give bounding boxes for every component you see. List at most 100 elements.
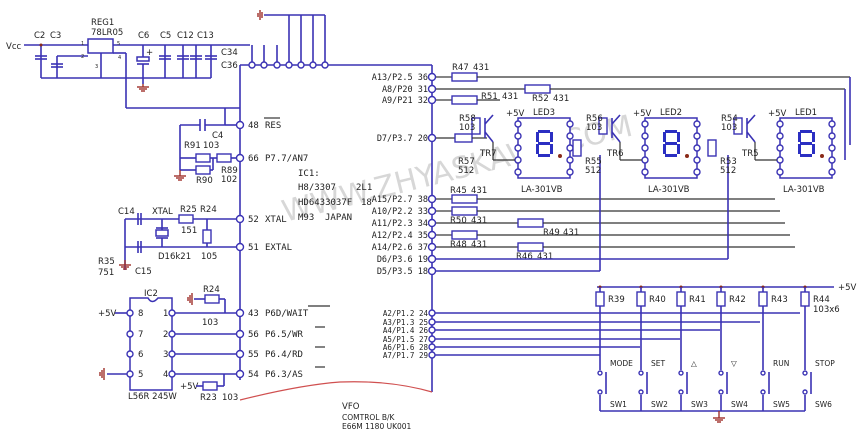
c13-label: C13: [197, 31, 214, 41]
r46-label: R46: [516, 252, 533, 262]
rs-ref: R53: [720, 157, 737, 167]
led-body: [517, 117, 571, 179]
base-resistor: [471, 117, 481, 135]
pin-label: A6/P1.6 28: [383, 343, 429, 352]
ic1-line1: H8/3307: [298, 183, 336, 193]
pin-label: D6/P3.6 19: [377, 255, 428, 265]
c36-label: C36: [221, 61, 238, 71]
pin-circle: [427, 194, 437, 204]
pin-circle: [427, 133, 437, 143]
pin-num: 48: [248, 121, 259, 131]
led-body: [779, 117, 833, 179]
led-ref: LED2: [660, 108, 682, 118]
base-resistor: [733, 117, 743, 135]
r24b-value: 103: [202, 318, 218, 328]
key-ref: SW6: [815, 400, 832, 409]
r89-label: R89: [221, 166, 238, 176]
led-body: [644, 117, 698, 179]
r47-value: 431: [473, 63, 489, 73]
pin-circle: [427, 72, 437, 82]
ic2-pin8: 8: [138, 309, 143, 319]
pin-circle: [427, 254, 437, 264]
c15-label: C15: [135, 267, 152, 277]
r91-value: 103: [203, 141, 219, 151]
c6-label: C6: [138, 31, 149, 41]
pin-label: A3/P1.3 25: [383, 318, 428, 327]
key-sw3[interactable]: R41△SW3: [676, 285, 708, 412]
led-part: LA-301VB: [783, 185, 825, 195]
pin-circle: [428, 343, 436, 351]
reg-part: 78LR05: [91, 28, 123, 38]
pin-num: 55: [248, 350, 259, 360]
r91-label: R91: [184, 141, 201, 151]
plus5v-label: +5V: [633, 109, 652, 119]
pin-label: A12/P2.4 35: [372, 231, 428, 241]
plus5v-label: +5V: [768, 109, 787, 119]
ic1-ref: IC1:: [298, 169, 320, 179]
ground-icon: [713, 411, 725, 423]
pullup-resistor: [716, 291, 726, 307]
pin-circle: [427, 84, 437, 94]
base-resistor: [598, 117, 608, 135]
ic1-line3b: JAPAN: [325, 213, 352, 223]
r51-value: 431: [502, 92, 518, 102]
rb-value: 103: [459, 123, 475, 133]
ic2-ref: IC2: [144, 289, 158, 299]
decoupling-caps: [159, 45, 217, 78]
pullup-resistor: [758, 291, 768, 307]
ic1-top-pins: [248, 61, 329, 69]
ground-icon: [99, 368, 105, 380]
pin-name: P6.4/RD: [265, 350, 303, 360]
ground-icon: [187, 293, 193, 305]
key-sw4[interactable]: R42▽SW4: [716, 285, 748, 412]
pin-num: 51: [248, 243, 259, 253]
rs-value: 512: [585, 166, 601, 176]
pin-label: D7/P3.7 20: [377, 134, 428, 144]
ic2-pin2: 2: [163, 330, 168, 340]
reg-pin3: 3: [95, 64, 98, 70]
pin-num: 52: [248, 215, 259, 225]
c4-label: C4: [212, 131, 223, 141]
pin-circle: [427, 206, 437, 216]
c12-label: C12: [177, 31, 194, 41]
reg-pin1: 1: [81, 41, 84, 47]
pin-num: 66: [248, 154, 259, 164]
pin-label: A5/P1.5 27: [383, 335, 428, 344]
ic2-pin1: 1: [163, 309, 168, 319]
pin-circle: [427, 242, 437, 252]
r48-label: R48: [450, 240, 467, 250]
ic2-pin3: 3: [163, 350, 168, 360]
r46-value: 431: [537, 252, 553, 262]
plus5v-label: +5V: [98, 309, 117, 319]
reg-pin5: 5: [117, 41, 120, 47]
regulator: [87, 38, 114, 54]
pin-num: 43: [248, 309, 259, 319]
pin-name: P6.3/AS: [265, 370, 303, 380]
r52-label: R52: [532, 94, 549, 104]
r49-label: R49: [543, 228, 560, 238]
series-resistor: [707, 139, 717, 157]
ic1-line3: M93: [298, 213, 314, 223]
key-ref: SW1: [610, 400, 627, 409]
r89-value: 102: [221, 175, 237, 185]
ic1-line2: HD6433037F: [298, 198, 352, 208]
key-ref: SW2: [651, 400, 668, 409]
pin-circle: [428, 351, 436, 359]
r52-value: 431: [553, 94, 569, 104]
ground-icon: [137, 84, 149, 92]
ic2-part: L56R 245W: [128, 392, 177, 402]
ground-icon: [119, 260, 131, 270]
pullup-ref: R44: [813, 295, 830, 305]
r51-label: R51: [481, 92, 498, 102]
pin-circle: [427, 266, 437, 276]
key-label: MODE: [610, 359, 633, 368]
led-digits: LED3LA-301VB+5VTR7R58103R57512LED2LA-301…: [458, 108, 836, 195]
ic1-line2b: 18: [361, 198, 372, 208]
